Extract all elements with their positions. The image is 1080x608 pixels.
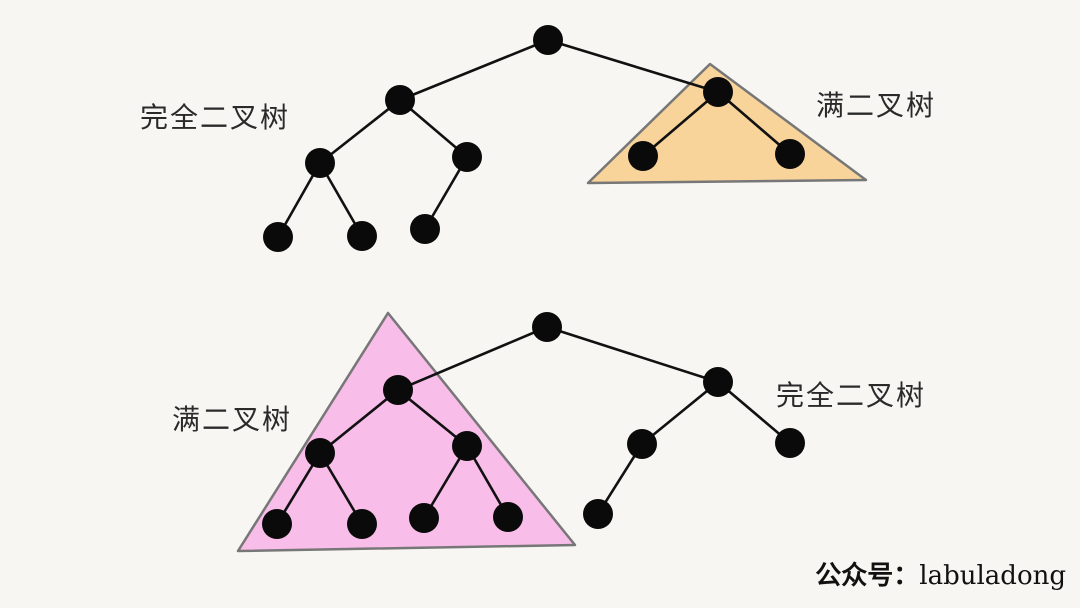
tree-node: [305, 148, 335, 178]
tree-node: [775, 428, 805, 458]
tree-edge: [642, 91, 719, 157]
tree-top: [263, 25, 868, 252]
tree-edge: [547, 38, 719, 94]
tree-node: [347, 509, 377, 539]
tree-bottom: [236, 311, 805, 553]
tree-node: [305, 438, 335, 468]
tree-edge: [546, 325, 719, 384]
tree-edge: [399, 38, 549, 102]
label-complete-binary-tree-bottom: 完全二叉树: [776, 379, 927, 412]
label-complete-binary-tree-top: 完全二叉树: [140, 101, 291, 134]
label-full-binary-tree-bottom: 满二叉树: [172, 403, 293, 436]
tree-node: [410, 214, 440, 244]
tree-node: [347, 221, 377, 251]
tree-edge: [641, 380, 719, 446]
full-subtree-triangle: [236, 311, 577, 553]
tree-node: [452, 431, 482, 461]
watermark-name: labuladong: [919, 561, 1066, 591]
tree-node: [409, 503, 439, 533]
tree-node: [628, 141, 658, 171]
tree-node: [263, 222, 293, 252]
tree-node: [262, 509, 292, 539]
tree-node: [532, 312, 562, 342]
tree-node: [703, 367, 733, 397]
tree-edge: [319, 388, 399, 455]
tree-edge: [717, 91, 791, 155]
tree-edge: [717, 381, 791, 444]
label-full-binary-tree-top: 满二叉树: [816, 89, 937, 122]
tree-edge: [397, 325, 548, 392]
tree-node: [703, 77, 733, 107]
tree-node: [583, 499, 613, 529]
watermark: 公众号：labuladong: [815, 555, 1066, 592]
tree-edge: [319, 98, 401, 165]
tree-node: [493, 502, 523, 532]
tree-node: [775, 139, 805, 169]
tree-node: [385, 85, 415, 115]
tree-node: [383, 375, 413, 405]
watermark-prefix: 公众号：: [815, 561, 920, 591]
tree-node: [452, 142, 482, 172]
tree-node: [627, 429, 657, 459]
tree-node: [533, 25, 563, 55]
